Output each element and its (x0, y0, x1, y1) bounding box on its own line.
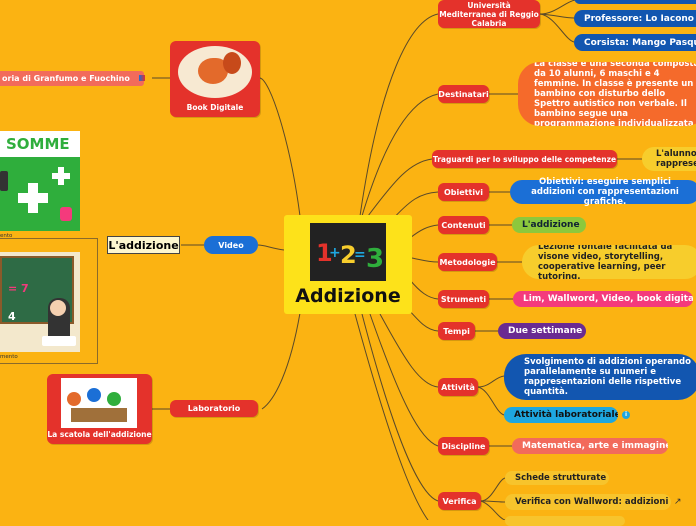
tempi-description: Due settimane (508, 326, 583, 336)
central-topic[interactable]: 1 + 2 = 3 Addizione (284, 215, 412, 314)
bottom-hidden-pill (505, 516, 625, 526)
verifica-node[interactable]: Verifica (438, 492, 481, 510)
contenuti-label: Contenuti (441, 220, 486, 230)
somme-title: SOMME (6, 135, 70, 153)
professore-pill[interactable]: Professore: Lo Iacono Ma (574, 10, 696, 27)
professore-label: Professore: Lo Iacono Ma (584, 13, 696, 24)
svg-text:1: 1 (316, 239, 333, 267)
destinatari-text[interactable]: La classe è una seconda composta da 10 a… (518, 62, 696, 126)
traguardi-description: L'alunno... rappresen... (656, 149, 696, 169)
tempi-pill[interactable]: Due settimane (498, 323, 586, 339)
strumenti-pill[interactable]: Lim, Wallword, Video, book digitali. (513, 291, 693, 307)
obiettivi-description: Obiettivi: eseguire semplici addizioni c… (531, 177, 679, 207)
svg-text:3: 3 (366, 244, 384, 274)
metodologie-text[interactable]: Lezione fontale facilitata da visone vid… (522, 245, 696, 279)
external-link-icon[interactable]: ↗ (674, 497, 682, 507)
verifica-wallwords-pill[interactable]: Verifica con Wallword: addizioni (505, 494, 671, 510)
info-icon[interactable]: i (622, 411, 630, 419)
attivita-node[interactable]: Attività (438, 378, 478, 396)
kids-image (61, 378, 137, 428)
strumenti-label: Strumenti (440, 294, 487, 304)
discipline-pill[interactable]: Matematica, arte e immagine. (512, 438, 668, 454)
obiettivi-node[interactable]: Obiettivi (438, 183, 489, 201)
discipline-description: Matematica, arte e immagine. (522, 441, 668, 451)
tempi-node[interactable]: Tempi (438, 322, 475, 340)
scatola-card[interactable]: La scatola dell'addizione (47, 374, 152, 444)
video-caption-top: ento (0, 233, 13, 239)
svg-text:+: + (329, 245, 341, 261)
plus-icon (18, 183, 48, 213)
tempi-label: Tempi (443, 326, 470, 336)
attivita-label: Attività (441, 382, 475, 392)
destinatari-label: Destinatari (438, 89, 489, 99)
strumenti-node[interactable]: Strumenti (438, 290, 489, 308)
central-title: Addizione (295, 285, 401, 307)
contenuti-node[interactable]: Contenuti (438, 216, 489, 234)
book-digitale-label: Book Digitale (186, 103, 244, 112)
video-caption-bottom: mento (0, 354, 18, 360)
story-label: oria di Granfumo e Fuochino (2, 74, 130, 83)
destinatari-node[interactable]: Destinatari (438, 85, 489, 103)
svg-text:=: = (354, 247, 366, 263)
numbers-image: 1 + 2 = 3 (310, 223, 386, 281)
small-plus-icon (52, 167, 70, 185)
story-color-icon (139, 75, 145, 81)
top-hidden-pill (574, 0, 696, 4)
chalkboard-image[interactable]: = 7 4 (0, 252, 80, 352)
attivita-text[interactable]: Svolgimento di addizioni operando parall… (504, 354, 696, 400)
attivita-lab-label: Attività laboratoriale (514, 410, 618, 420)
schede-pill[interactable]: Schede strutturate (505, 471, 609, 485)
metodologie-description: Lezione fontale facilitata da visone vid… (538, 245, 673, 279)
somme-image[interactable]: SOMME (0, 131, 80, 231)
addizione-box[interactable]: L'addizione (107, 236, 180, 254)
contenuti-description: L'addizione (522, 220, 580, 230)
corsista-label: Corsista: Mango Pasquali (584, 37, 696, 48)
universita-label: Università Mediterranea di Reggio Calabr… (439, 0, 539, 28)
corsista-pill[interactable]: Corsista: Mango Pasquali (574, 34, 696, 51)
obiettivi-label: Obiettivi (443, 187, 484, 197)
metodologie-label: Metodologie (439, 257, 496, 267)
schede-label: Schede strutturate (515, 473, 607, 483)
svg-text:2: 2 (340, 241, 357, 269)
discipline-label: Discipline (441, 441, 486, 451)
video-label: Video (218, 240, 244, 250)
squirrel-image (178, 46, 252, 98)
verifica-label: Verifica (442, 496, 477, 506)
universita-node[interactable]: Università Mediterranea di Reggio Calabr… (438, 0, 540, 28)
addizione-box-label: L'addizione (108, 238, 179, 252)
destinatari-description: La classe è una seconda composta da 10 a… (534, 62, 696, 126)
video-node[interactable]: Video (204, 236, 258, 254)
metodologie-node[interactable]: Metodologie (438, 253, 497, 271)
obiettivi-text[interactable]: Obiettivi: eseguire semplici addizioni c… (510, 177, 696, 207)
verifica-wallwords-label: Verifica con Wallword: addizioni (515, 497, 669, 507)
story-pill[interactable]: oria di Granfumo e Fuochino (0, 71, 144, 86)
laboratorio-label: Laboratorio (187, 404, 241, 413)
laboratorio-node[interactable]: Laboratorio (170, 400, 258, 417)
scatola-label: La scatola dell'addizione (47, 430, 152, 439)
traguardi-text[interactable]: L'alunno... rappresen... (642, 147, 696, 171)
attivita-lab-pill[interactable]: Attività laboratoriale (504, 407, 618, 423)
addition-numbers-icon: 1 + 2 = 3 (310, 223, 386, 281)
contenuti-pill[interactable]: L'addizione (512, 217, 586, 233)
video-frame (0, 238, 98, 364)
strumenti-description: Lim, Wallword, Video, book digitali. (523, 294, 693, 304)
traguardi-label: Traguardi per lo sviluppo delle competen… (432, 154, 617, 164)
discipline-node[interactable]: Discipline (438, 437, 489, 455)
attivita-description: Svolgimento di addizioni operando parall… (524, 357, 691, 397)
book-digitale-card[interactable]: Book Digitale (170, 41, 260, 117)
traguardi-node[interactable]: Traguardi per lo sviluppo delle competen… (432, 150, 617, 168)
